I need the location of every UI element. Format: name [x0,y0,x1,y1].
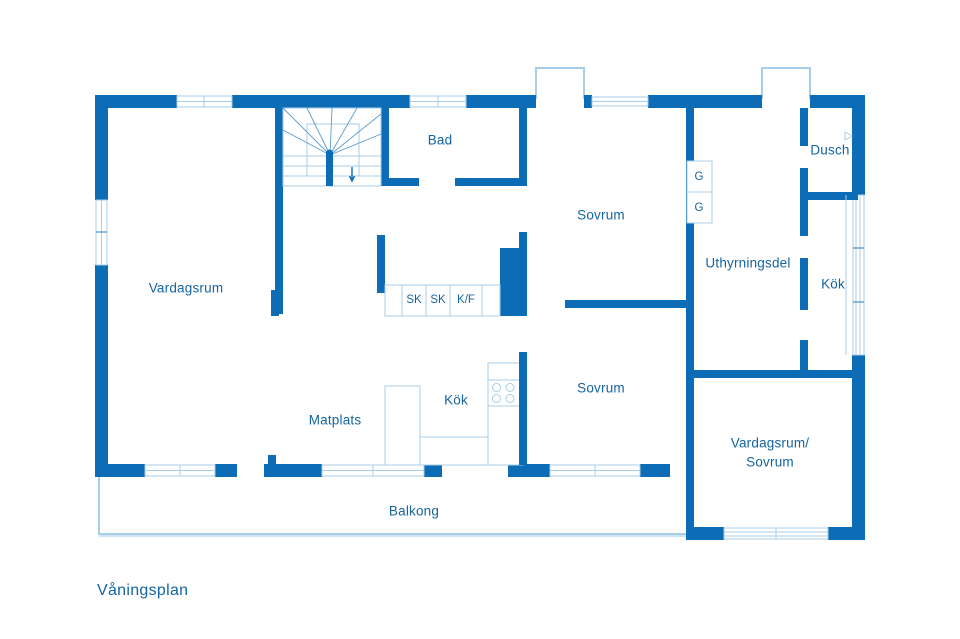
stove-icon [487,379,524,407]
room-label-vardagsrum: Vardagsrum [149,281,224,296]
garderob-boxes [686,160,713,224]
window-right-1 [852,194,865,356]
room-label-sovrum-top: Sovrum [577,208,625,223]
fixture-label-closet-sk-2: SK [430,294,446,306]
room-label-uthyrningsdel: Uthyrningsdel [705,256,790,271]
balcony-wall-stubs [268,455,276,467]
room-label-balkong: Balkong [389,504,439,519]
windows [95,95,865,540]
room-labels: Vardagsrum Bad Sovrum Uthyrningsdel Dusc… [149,133,850,519]
fixture-label-garderob-2: G [695,202,704,214]
fixture-label-garderob-1: G [695,171,704,183]
room-label-vardagsrum-sovrum-line2: Sovrum [746,455,794,470]
exterior-walls [95,95,865,540]
room-label-dusch: Dusch [810,143,849,158]
room-label-sovrum-bottom: Sovrum [577,381,625,396]
entry-box-left [535,67,585,99]
balcony-outline [98,470,690,537]
window-bottom-wing [723,527,829,540]
staircase-icon [282,107,382,187]
door-swing-icon [844,131,854,141]
room-label-matplats: Matplats [309,413,362,428]
room-label-kok-right: Kök [821,277,845,292]
fixture-labels: SK SK K/F G G [406,171,703,306]
window-top-1 [176,95,233,108]
window-bottom-2 [321,464,425,477]
page-title: Våningsplan [97,581,188,599]
fixture-label-closet-sk-1: SK [406,294,422,306]
window-top-2 [409,95,467,108]
room-label-bad: Bad [428,133,453,148]
window-top-3 [591,96,649,107]
room-label-kok-main: Kök [444,393,468,408]
kitchen-fixtures [384,352,527,466]
fixture-label-fridge-kf: K/F [457,294,475,306]
window-bottom-3 [549,464,641,477]
window-bottom-1 [144,464,216,477]
room-label-vardagsrum-sovrum-line1: Vardagsrum/ [731,436,810,451]
cabinet-row [384,284,501,317]
window-left-1 [95,199,108,266]
entry-box-right [761,67,811,99]
